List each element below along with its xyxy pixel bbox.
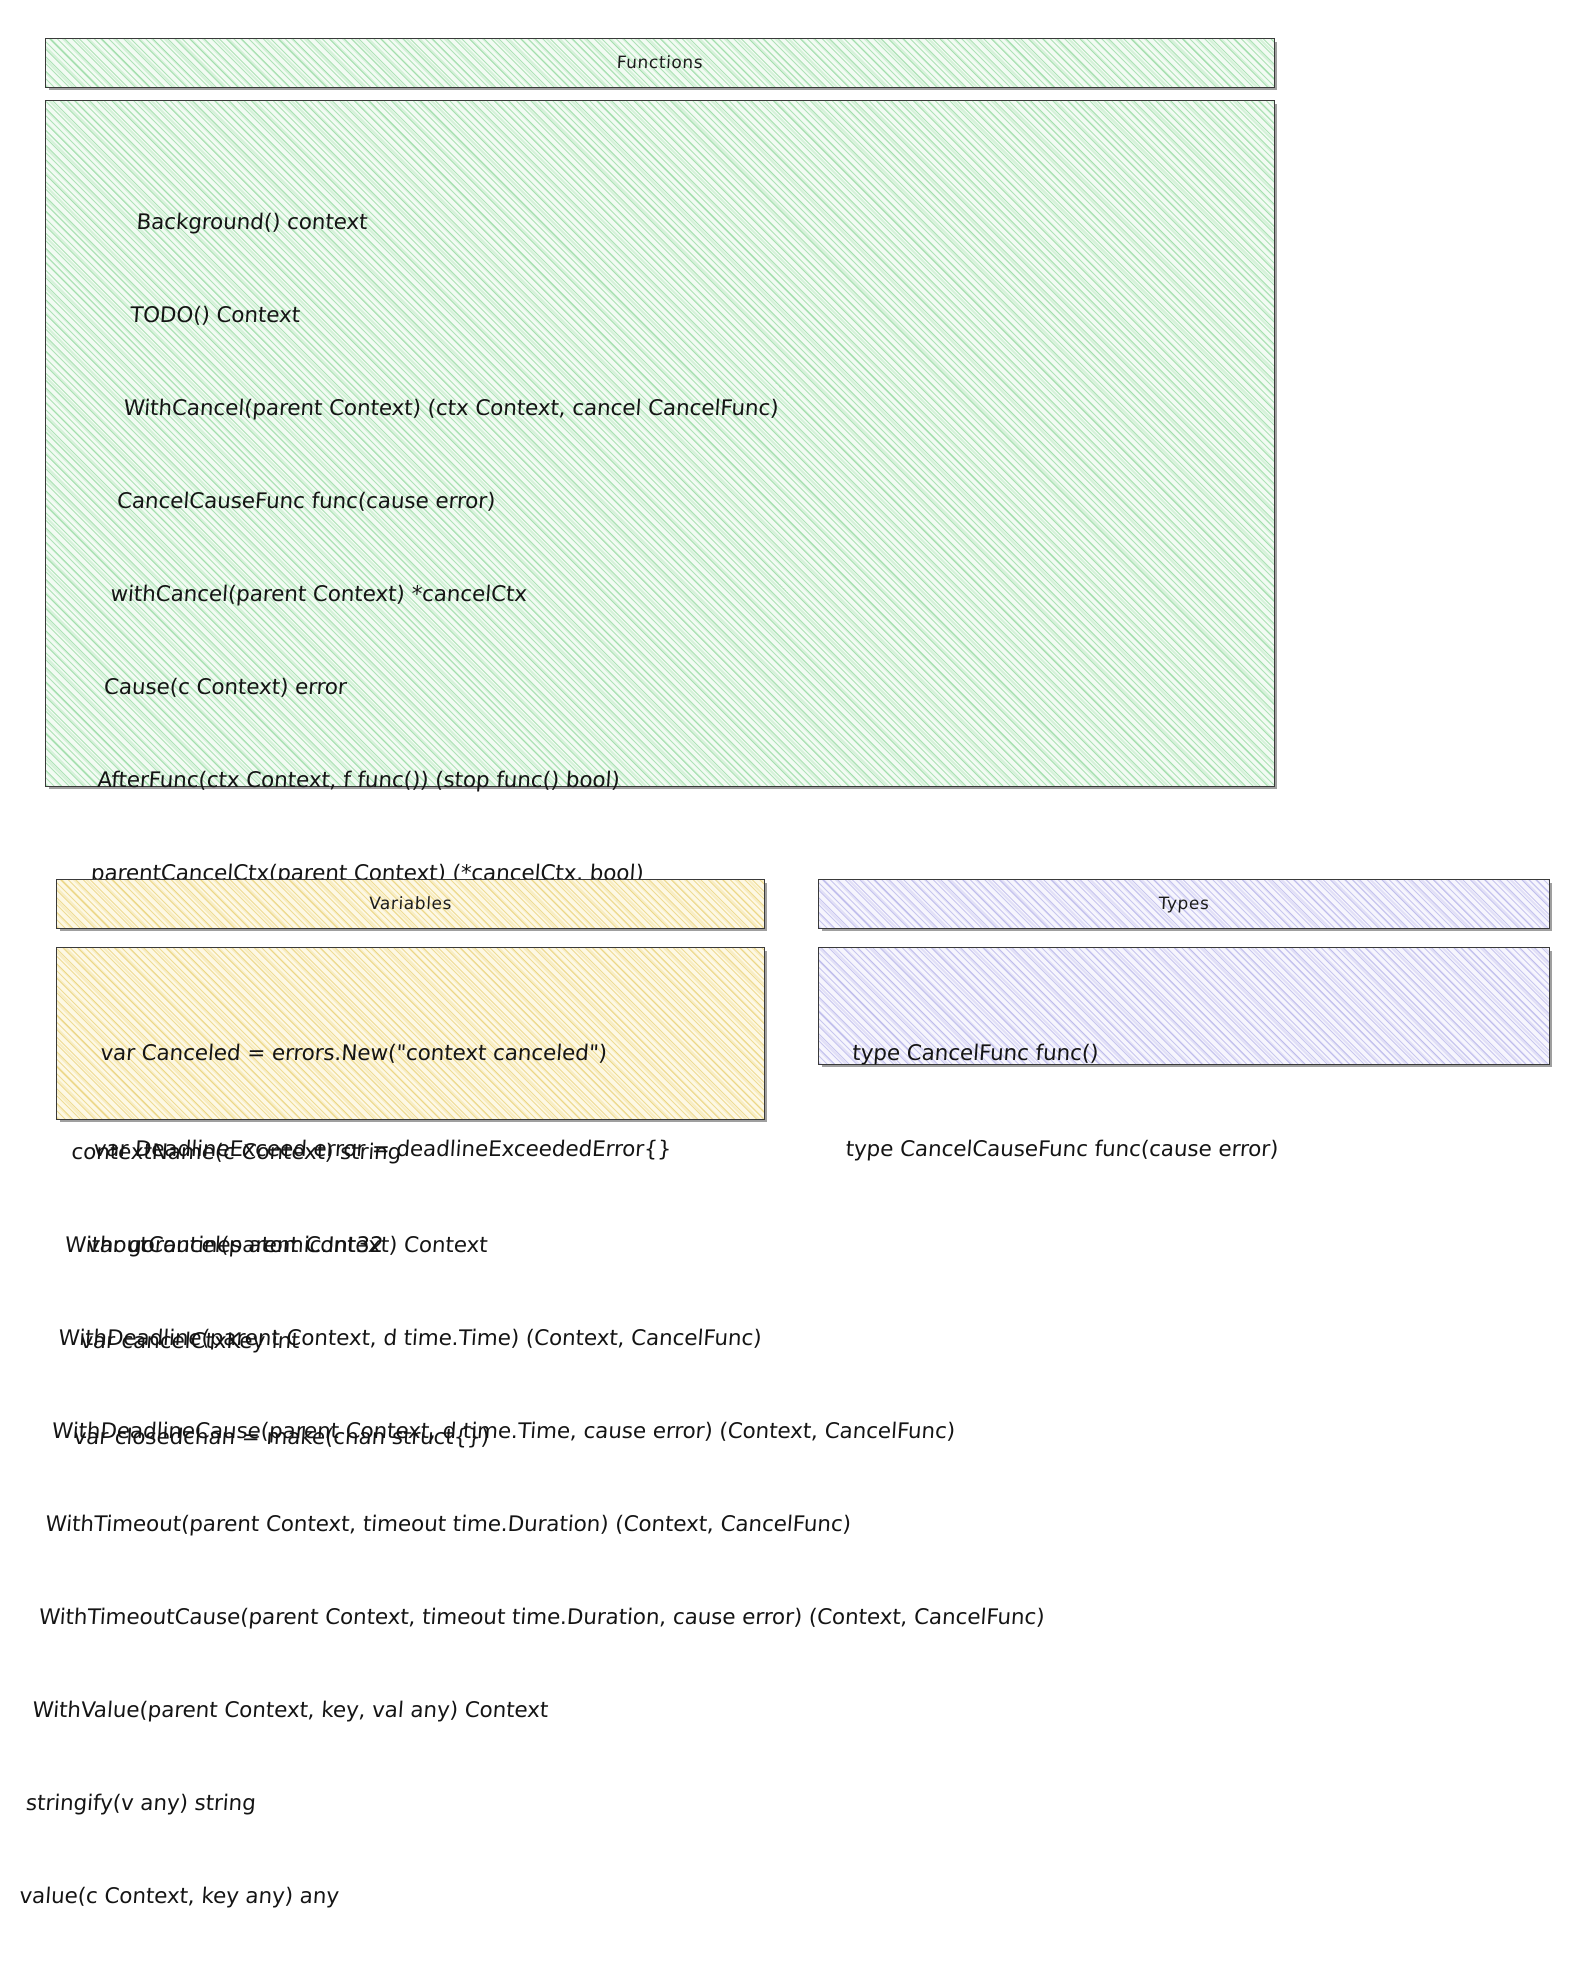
list-item: var cancelCtxKey int (79, 1329, 301, 1354)
list-item: withCancel(parent Context) *cancelCtx (109, 582, 528, 607)
variables-section-header: Variables (56, 879, 765, 929)
list-item: AfterFunc(ctx Context, f func()) (stop f… (96, 768, 621, 793)
list-item: Background() context (135, 210, 369, 235)
list-item: WithTimeoutCause(parent Context, timeout… (38, 1605, 1046, 1630)
list-item: Cause(c Context) error (103, 675, 348, 700)
list-item: WithValue(parent Context, key, val any) … (31, 1698, 550, 1723)
types-title: Types (1158, 894, 1210, 914)
list-item: var closedchan = make(chan struct{}) (72, 1425, 491, 1450)
list-item: stringify(v any) string (25, 1791, 257, 1816)
list-item: type CancelCauseFunc func(cause error) (844, 1137, 1280, 1162)
list-item: type CancelFunc func() (851, 1041, 1100, 1066)
list-item: TODO() Context (129, 303, 301, 328)
list-item: CancelCauseFunc func(cause error) (116, 489, 497, 514)
list-item: WithCancel(parent Context) (ctx Context,… (122, 396, 780, 421)
functions-title: Functions (616, 53, 704, 73)
variables-list: var Canceled = errors.New("context cance… (68, 974, 769, 1518)
functions-section-body: Background() context TODO() Context With… (19, 100, 1275, 1909)
types-section-body: type CancelFunc func() type CancelCauseF… (818, 947, 1550, 1162)
list-item: value(c Context, key any) any (18, 1884, 340, 1909)
variables-section-body: var Canceled = errors.New("context cance… (56, 947, 765, 1450)
types-list: type CancelFunc func() type CancelCauseF… (840, 974, 1544, 1230)
variables-title: Variables (368, 894, 453, 914)
functions-section-header: Functions (45, 38, 1275, 88)
list-item: var Canceled = errors.New("context cance… (99, 1041, 608, 1066)
list-item: var DeadlineExceed error = deadlineExcee… (92, 1137, 673, 1162)
list-item: var goroutines atomic.Int32 (86, 1233, 385, 1258)
types-section-header: Types (818, 879, 1550, 929)
